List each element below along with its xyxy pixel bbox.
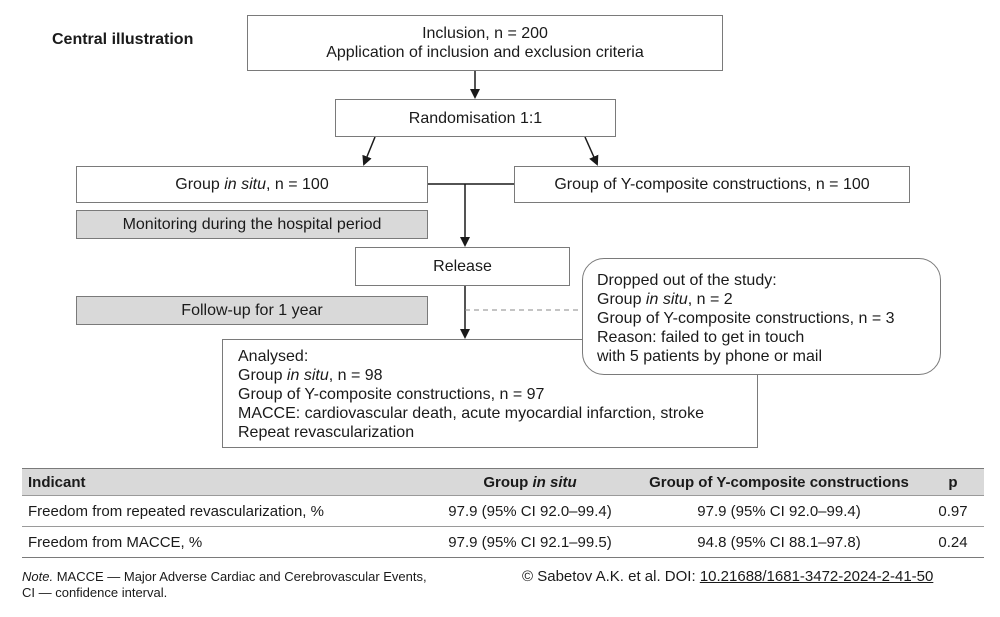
randomisation-box: Randomisation 1:1 xyxy=(335,99,616,137)
inclusion-criteria: Application of inclusion and exclusion c… xyxy=(326,44,644,61)
header-p: p xyxy=(922,468,984,496)
citation-prefix: © Sabetov A.K. et al. DOI: xyxy=(522,568,700,585)
dropped-y-group: Group of Y-composite constructions, n = … xyxy=(597,310,895,327)
arrow-randomisation-to-insitu xyxy=(362,136,376,166)
footnote: Note. MACCE — Major Adverse Cardiac and … xyxy=(22,569,427,601)
footnote-line-2: CI — confidence interval. xyxy=(22,585,168,600)
footnote-line-1: Note. MACCE — Major Adverse Cardiac and … xyxy=(22,569,427,584)
dropped-heading: Dropped out of the study: xyxy=(597,272,777,289)
analysed-insitu: Group in situ, n = 98 xyxy=(238,367,383,384)
analysed-heading: Analysed: xyxy=(238,348,309,365)
cell-p: 0.24 xyxy=(922,526,984,558)
group-y-box: Group of Y-composite constructions, n = … xyxy=(514,166,910,203)
analysed-y-group: Group of Y-composite constructions, n = … xyxy=(238,386,545,403)
dropped-reason-1: Reason: failed to get in touch xyxy=(597,329,805,346)
dropped-out-box: Dropped out of the study: Group in situ,… xyxy=(582,258,941,375)
cell-y-group: 94.8 (95% CI 88.1–97.8) xyxy=(636,526,922,558)
release-label: Release xyxy=(433,258,492,275)
cell-indicant: Freedom from repeated revascularization,… xyxy=(22,495,424,527)
followup-box: Follow-up for 1 year xyxy=(76,296,428,325)
inclusion-box: Inclusion, n = 200 Application of inclus… xyxy=(247,15,723,71)
citation: © Sabetov A.K. et al. DOI: 10.21688/1681… xyxy=(522,568,933,586)
cell-insitu: 97.9 (95% CI 92.0–99.4) xyxy=(424,495,636,527)
table-header-row: Indicant Group in situ Group of Y-compos… xyxy=(22,468,984,496)
cell-y-group: 97.9 (95% CI 92.0–99.4) xyxy=(636,495,922,527)
followup-label: Follow-up for 1 year xyxy=(181,302,323,319)
dropped-reason-2: with 5 patients by phone or mail xyxy=(597,348,823,365)
release-box: Release xyxy=(355,247,570,286)
analysed-macce: MACCE: cardiovascular death, acute myoca… xyxy=(238,405,704,422)
analysed-repeat: Repeat revascularization xyxy=(238,424,415,441)
cell-p: 0.97 xyxy=(922,495,984,527)
dropped-insitu: Group in situ, n = 2 xyxy=(597,291,733,308)
analysed-box: Analysed: Group in situ, n = 98 Group of… xyxy=(222,339,758,448)
header-indicant: Indicant xyxy=(22,468,424,496)
group-y-label: Group of Y-composite constructions, n = … xyxy=(554,176,870,193)
inclusion-count: Inclusion, n = 200 xyxy=(422,25,548,42)
doi-link[interactable]: 10.21688/1681-3472-2024-2-41-50 xyxy=(699,568,934,585)
page-title: Central illustration xyxy=(52,31,194,48)
arrow-randomisation-to-y-group xyxy=(584,136,599,166)
cell-insitu: 97.9 (95% CI 92.1–99.5) xyxy=(424,526,636,558)
monitoring-box: Monitoring during the hospital period xyxy=(76,210,428,239)
group-insitu-box: Group in situ, n = 100 xyxy=(76,166,428,203)
cell-indicant: Freedom from MACCE, % xyxy=(22,526,424,558)
monitoring-label: Monitoring during the hospital period xyxy=(122,216,382,233)
results-table: Indicant Group in situ Group of Y-compos… xyxy=(22,468,984,558)
header-insitu: Group in situ xyxy=(424,468,636,496)
table-row: Freedom from repeated revascularization,… xyxy=(22,495,984,527)
randomisation-label: Randomisation 1:1 xyxy=(408,109,543,127)
table-row: Freedom from MACCE, % 97.9 (95% CI 92.1–… xyxy=(22,526,984,558)
header-y-group: Group of Y-composite constructions xyxy=(636,468,922,496)
group-insitu-label: Group in situ, n = 100 xyxy=(175,176,329,193)
